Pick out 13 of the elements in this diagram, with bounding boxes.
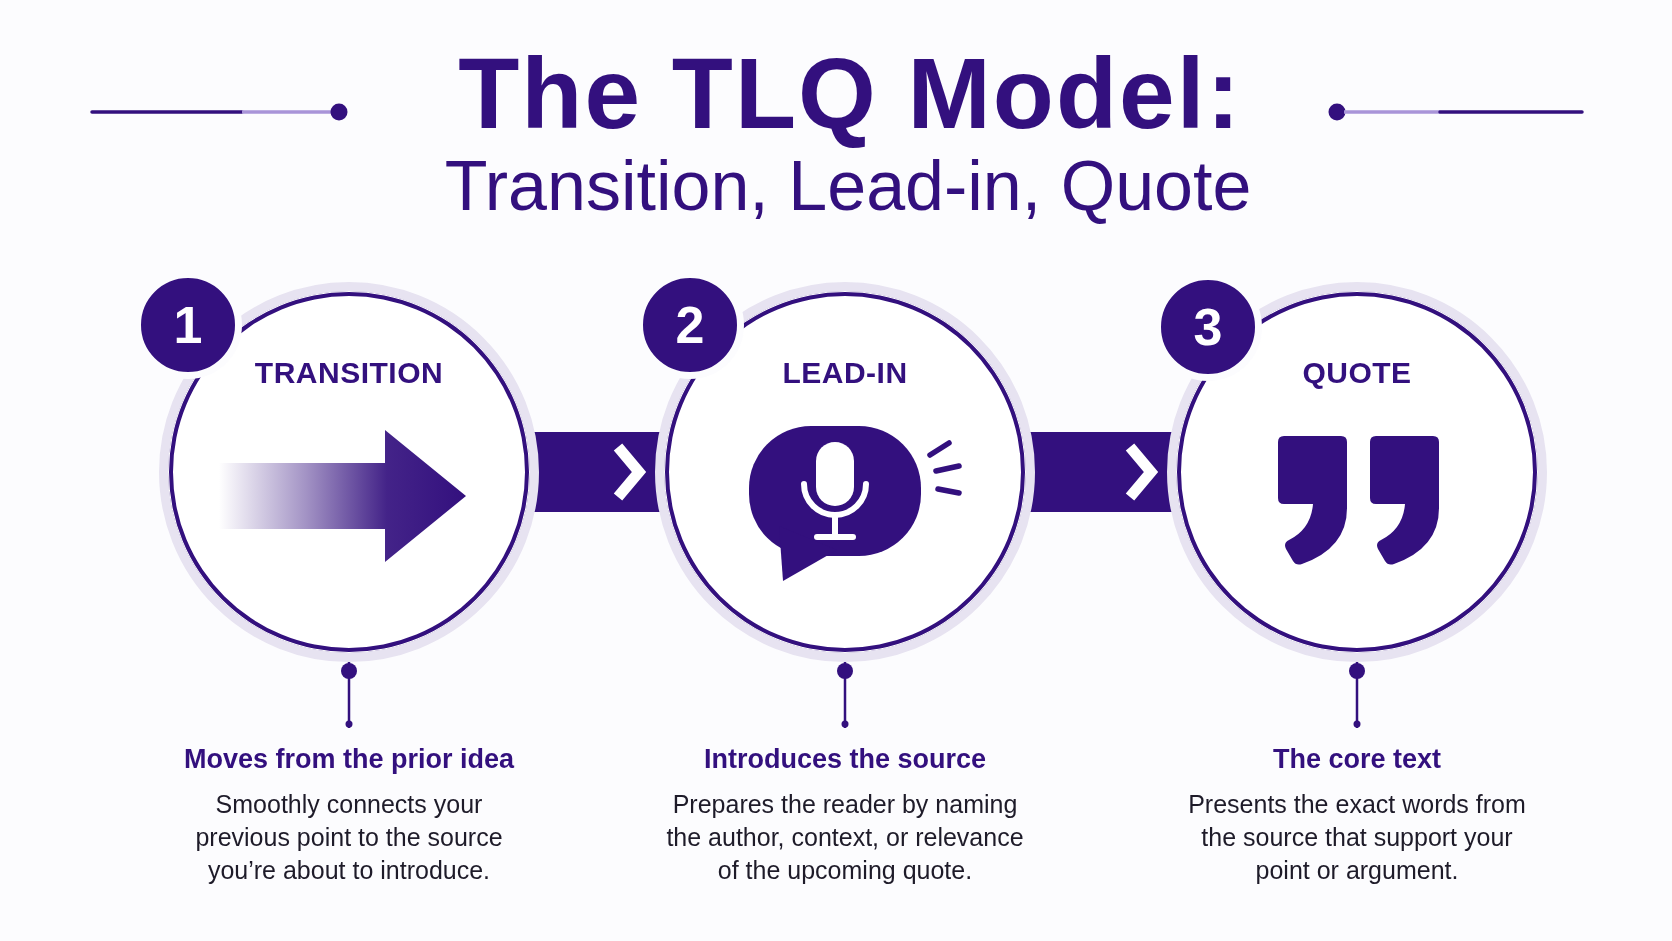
- leader-line: [837, 662, 853, 728]
- description-heading: Introduces the source: [703, 743, 987, 776]
- step-title: TRANSITION: [254, 355, 444, 391]
- description-text: Prepares the reader by naming the author, context, or relevance of the upcoming quote.: [665, 789, 1025, 886]
- description-heading: Moves from the prior idea: [183, 743, 515, 776]
- leader-line: [1349, 662, 1365, 728]
- description-heading: The core text: [1272, 743, 1442, 776]
- step-title: LEAD-IN: [782, 355, 908, 391]
- description-text: Smoothly connects your previous point to the source you’re about to introduce.: [194, 789, 504, 886]
- leader-line: [341, 662, 357, 728]
- description-text: Presents the exact words from the source that support your point or argument.: [1187, 789, 1527, 886]
- step-title: QUOTE: [1302, 355, 1412, 391]
- arrow-band: [1030, 432, 1172, 512]
